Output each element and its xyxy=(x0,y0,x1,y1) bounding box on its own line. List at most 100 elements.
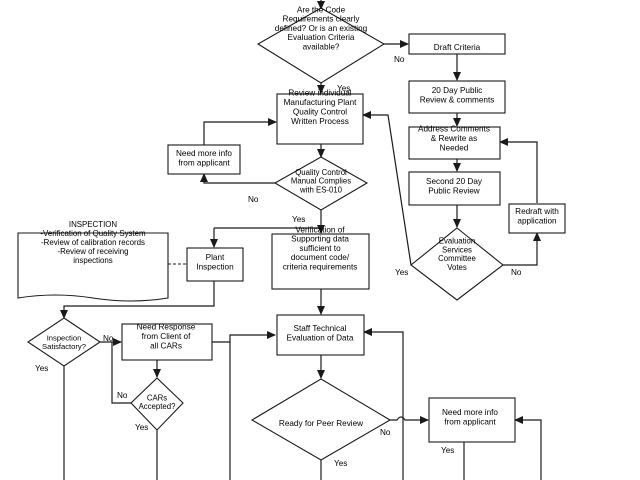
box-second-review xyxy=(408,171,501,206)
doc-inspection-note xyxy=(17,232,169,302)
text-line: Second 20 Day xyxy=(426,177,483,186)
text-line: Staff Technical xyxy=(294,324,347,333)
text-draft-criteria: Draft Criteria xyxy=(434,43,481,52)
decision-qc-manual xyxy=(273,156,369,211)
label-no-committee: No xyxy=(511,268,522,277)
arrow-to-need-info-1 xyxy=(200,173,275,184)
label-yes-inspection-ok: Yes xyxy=(35,364,48,373)
text-line: with ES-010 xyxy=(299,185,343,194)
box-draft-criteria xyxy=(408,33,506,55)
text-line: Need Response xyxy=(137,322,196,331)
label-yes-peer-review: Yes xyxy=(334,459,347,468)
decision-peer-review xyxy=(250,378,392,461)
text-line: from applicant xyxy=(444,418,496,427)
label-no-peer-review: No xyxy=(380,428,391,437)
label-yes-committee: Yes xyxy=(395,268,408,277)
text-line: Quality Control xyxy=(293,108,347,117)
arrow-right-loop xyxy=(514,416,542,480)
label-no-qc-manual: No xyxy=(248,195,259,204)
text-line: Redraft with xyxy=(515,207,559,216)
arrow-need-info-to-review xyxy=(203,118,277,145)
text-line: Evaluation Criteria xyxy=(288,33,355,42)
branch-labels: No Yes No Yes Yes No No Yes No Yes No Ye… xyxy=(35,55,522,468)
box-need-response xyxy=(121,323,213,361)
text-line: all CARs xyxy=(150,341,182,350)
label-yes-code-requirements: Yes xyxy=(337,84,350,93)
arrow-to-inspection-ok xyxy=(60,281,215,319)
line-cars-no xyxy=(111,342,132,404)
text-line: Inspection xyxy=(47,333,82,342)
text-line: Quality Control xyxy=(295,168,347,177)
arrow-to-need-info-2 xyxy=(390,416,429,424)
shapes xyxy=(17,7,566,461)
text-line: Accepted? xyxy=(139,402,177,411)
text-line: Address Comments xyxy=(418,124,490,133)
arrow-need-response-to-staff xyxy=(212,331,276,343)
box-public-review xyxy=(408,80,506,114)
text-line: Need more info xyxy=(176,149,232,158)
box-staff-eval xyxy=(276,314,365,356)
text-line: Review individual xyxy=(288,89,351,98)
text-line: INSPECTION xyxy=(69,220,118,229)
text-line: Satisfactory? xyxy=(42,342,86,351)
text-line: inspections xyxy=(73,256,113,265)
text-line: Inspection xyxy=(196,263,234,272)
text-line: Public Review xyxy=(428,187,480,196)
text-inspection-note: INSPECTION-Verification of Quality Syste… xyxy=(40,220,146,265)
text-line: from Client of xyxy=(142,332,191,341)
text-line: Evaluation xyxy=(439,237,475,246)
label-yes-need-info-2: Yes xyxy=(441,446,454,455)
arrow-redraft-to-address xyxy=(499,138,538,203)
text-line: Services xyxy=(442,245,472,254)
text-line: & Rewrite as xyxy=(431,134,477,143)
text-line: Need more info xyxy=(442,408,498,417)
text-line: Needed xyxy=(440,143,469,152)
decision-inspection-ok xyxy=(27,317,101,367)
text-line: Committee xyxy=(438,254,476,263)
box-address-comments xyxy=(408,126,501,160)
text-line: application xyxy=(517,217,557,226)
text-line: from applicant xyxy=(178,159,230,168)
text-line: -Review of calibration records xyxy=(41,238,145,247)
text-line: Manual Complies xyxy=(291,177,351,186)
text-line: Manufacturing Plant xyxy=(284,98,358,107)
box-review-plant xyxy=(276,93,364,145)
box-need-info-2 xyxy=(428,397,516,443)
decision-code-requirements xyxy=(256,7,386,84)
label-yes-qc-manual: Yes xyxy=(292,215,305,224)
text-line: -Review of receiving xyxy=(57,247,128,256)
box-verification xyxy=(271,233,370,290)
text-line: CARs xyxy=(147,393,167,402)
label-no-inspection-ok: No xyxy=(103,334,114,343)
arrow-committee-to-review xyxy=(362,111,412,266)
box-need-info-1 xyxy=(167,144,241,175)
decision-cars-accepted xyxy=(130,377,184,431)
text-line: 20 Day Public xyxy=(432,86,483,95)
box-redraft xyxy=(508,203,566,234)
text-line: Written Process xyxy=(291,117,349,126)
connectors xyxy=(60,0,542,480)
text-line: -Verification of Quality System xyxy=(40,229,146,238)
text-line: Votes xyxy=(447,263,467,272)
text-line: Ready for Peer Review xyxy=(279,419,363,428)
text-line: criteria requirements xyxy=(283,262,358,271)
label-yes-cars: Yes xyxy=(135,423,148,432)
text-line: Are the Code xyxy=(297,5,346,14)
text-line: defined? Or is an existing xyxy=(275,24,368,33)
label-no-code-requirements: No xyxy=(394,55,405,64)
box-plant-inspection xyxy=(186,247,244,282)
